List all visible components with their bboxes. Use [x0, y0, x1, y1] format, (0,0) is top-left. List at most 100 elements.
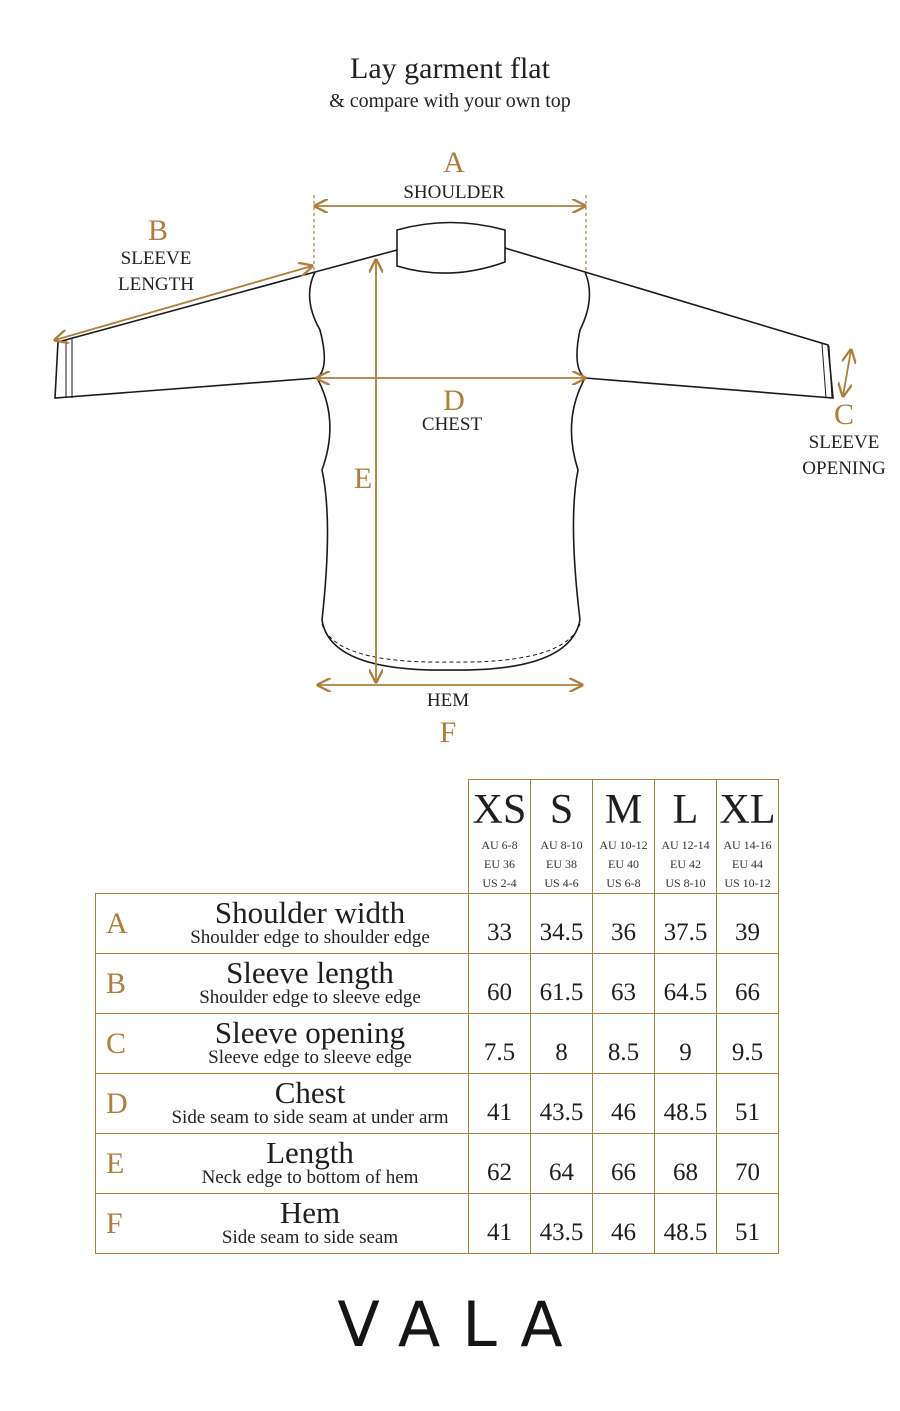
sleeve-left-cuff — [65, 339, 73, 398]
size-header-l: L AU 12-14 EU 42 US 8-10 — [654, 779, 717, 894]
label-b-letter: B — [148, 214, 168, 247]
size-name: M — [604, 787, 643, 833]
table-row: D Chest Side seam to side seam at under … — [95, 1073, 779, 1134]
size-us: US 6-8 — [606, 876, 641, 890]
value-cell: 66 — [716, 953, 779, 1014]
size-name: L — [672, 787, 699, 833]
row-name: Shoulder width — [214, 894, 406, 930]
value-cell: 63 — [592, 953, 655, 1014]
row-letter: B — [95, 953, 152, 1014]
size-au: AU 6-8 — [481, 838, 518, 852]
size-eu: EU 42 — [670, 857, 701, 871]
value-cell: 39 — [716, 893, 779, 954]
value-cell: 70 — [716, 1133, 779, 1194]
value-cell: 61.5 — [530, 953, 593, 1014]
size-header-s: S AU 8-10 EU 38 US 4-6 — [530, 779, 593, 894]
value-cell: 60 — [468, 953, 531, 1014]
label-e-letter: E — [354, 462, 372, 495]
size-name: S — [549, 787, 574, 833]
size-au: AU 14-16 — [723, 838, 772, 852]
size-au: AU 8-10 — [540, 838, 583, 852]
row-description: Length Neck edge to bottom of hem — [152, 1133, 469, 1194]
label-d-word: CHEST — [422, 414, 483, 435]
value-cell: 64 — [530, 1133, 593, 1194]
size-us: US 8-10 — [665, 876, 706, 890]
value-cell: 9 — [654, 1013, 717, 1074]
measure-c-line — [843, 350, 851, 396]
label-b-word1: SLEEVE — [121, 248, 192, 269]
label-f-letter: F — [440, 716, 457, 749]
row-letter: E — [95, 1133, 152, 1194]
value-cell: 51 — [716, 1073, 779, 1134]
value-cell: 46 — [592, 1193, 655, 1254]
value-cell: 9.5 — [716, 1013, 779, 1074]
value-cell: 43.5 — [530, 1073, 593, 1134]
size-au: AU 12-14 — [661, 838, 710, 852]
label-a-word: SHOULDER — [403, 182, 505, 203]
row-subtext: Side seam to side seam — [221, 1226, 399, 1248]
size-eu: EU 36 — [484, 857, 515, 871]
row-subtext: Shoulder edge to shoulder edge — [190, 926, 430, 948]
value-cell: 64.5 — [654, 953, 717, 1014]
row-subtext: Sleeve edge to sleeve edge — [208, 1046, 412, 1068]
value-cell: 36 — [592, 893, 655, 954]
value-cell: 7.5 — [468, 1013, 531, 1074]
row-subtext: Shoulder edge to sleeve edge — [199, 986, 421, 1008]
measure-b-line — [55, 266, 312, 340]
body-left — [308, 249, 398, 621]
value-cell: 37.5 — [654, 893, 717, 954]
table-row: E Length Neck edge to bottom of hem 62 6… — [95, 1133, 779, 1194]
sleeve-right — [584, 271, 834, 399]
value-cell: 48.5 — [654, 1073, 717, 1134]
row-letter: A — [95, 893, 152, 954]
table-row: B Sleeve length Shoulder edge to sleeve … — [95, 953, 779, 1014]
value-cell: 43.5 — [530, 1193, 593, 1254]
value-cell: 48.5 — [654, 1193, 717, 1254]
table-row: C Sleeve opening Sleeve edge to sleeve e… — [95, 1013, 779, 1074]
brand-logo: VALA — [337, 1288, 585, 1361]
row-subtext: Neck edge to bottom of hem — [201, 1166, 419, 1188]
label-a-letter: A — [443, 146, 465, 179]
collar — [396, 221, 506, 274]
row-name: Length — [266, 1134, 354, 1170]
hem-stitch — [321, 623, 581, 663]
value-cell: 41 — [468, 1193, 531, 1254]
row-letter: F — [95, 1193, 152, 1254]
size-header-row: XS AU 6-8 EU 36 US 2-4 S AU 8-10 EU 38 U… — [96, 779, 779, 894]
size-chart-table: XS AU 6-8 EU 36 US 2-4 S AU 8-10 EU 38 U… — [95, 779, 779, 1254]
row-name: Chest — [274, 1074, 346, 1110]
size-eu: EU 40 — [608, 857, 639, 871]
size-name: XL — [719, 787, 776, 833]
row-description: Sleeve length Shoulder edge to sleeve ed… — [152, 953, 469, 1014]
value-cell: 46 — [592, 1073, 655, 1134]
label-f-word: HEM — [427, 690, 469, 711]
size-name: XS — [472, 787, 527, 833]
label-c-letter: C — [834, 398, 854, 431]
value-cell: 51 — [716, 1193, 779, 1254]
size-eu: EU 44 — [732, 857, 763, 871]
value-cell: 8.5 — [592, 1013, 655, 1074]
label-b-word2: LENGTH — [118, 274, 194, 295]
row-name: Sleeve length — [226, 954, 394, 990]
row-description: Hem Side seam to side seam — [152, 1193, 469, 1254]
sleeve-right-cuff — [821, 343, 833, 399]
hem-curve — [321, 619, 581, 671]
row-name: Hem — [279, 1194, 341, 1230]
label-c-word1: SLEEVE — [809, 432, 880, 453]
page-subtitle: & compare with your own top — [329, 90, 571, 112]
garment-outline — [54, 221, 834, 671]
body-right — [504, 247, 591, 621]
value-cell: 41 — [468, 1073, 531, 1134]
size-header-m: M AU 10-12 EU 40 US 6-8 — [592, 779, 655, 894]
value-cell: 68 — [654, 1133, 717, 1194]
value-cell: 62 — [468, 1133, 531, 1194]
value-cell: 8 — [530, 1013, 593, 1074]
table-row: A Shoulder width Shoulder edge to should… — [95, 893, 779, 954]
row-description: Sleeve opening Sleeve edge to sleeve edg… — [152, 1013, 469, 1074]
garment-diagram: A SHOULDER B SLEEVE LENGTH C SLEEVE OPEN… — [0, 146, 886, 749]
header-spacer — [96, 780, 469, 894]
value-cell: 66 — [592, 1133, 655, 1194]
label-c-word2: OPENING — [802, 458, 886, 479]
value-cell: 34.5 — [530, 893, 593, 954]
size-au: AU 10-12 — [599, 838, 648, 852]
